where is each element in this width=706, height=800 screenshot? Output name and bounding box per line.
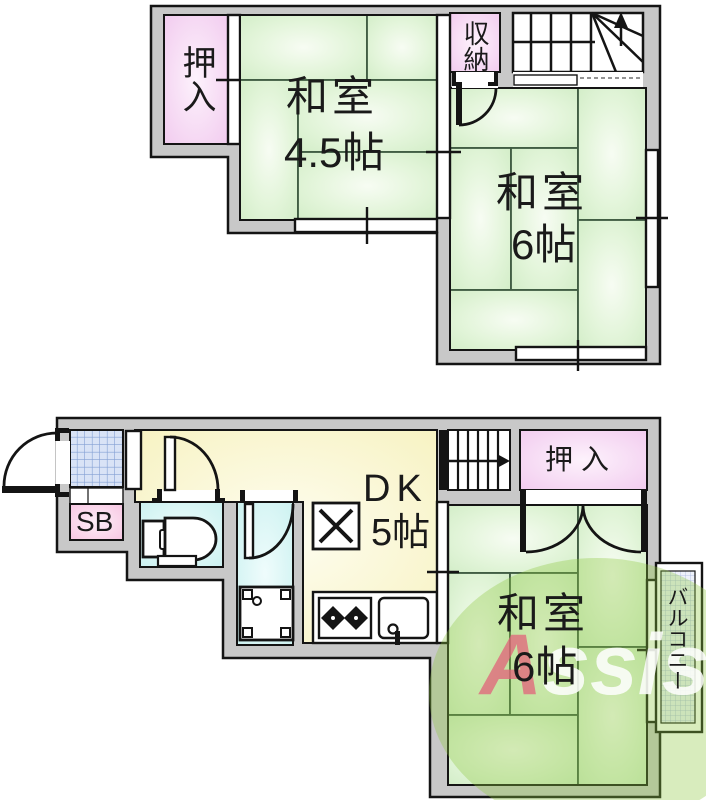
dk-room xyxy=(134,429,438,644)
upper-oshiire-label: 押入 xyxy=(177,45,215,113)
watermark-letter: A xyxy=(480,617,543,713)
sink xyxy=(377,596,430,640)
toilet-base xyxy=(156,554,198,568)
upper-shuno-door xyxy=(452,72,498,127)
upper-washitsu6-size: 6帖 xyxy=(511,221,577,268)
kitchen xyxy=(311,501,439,645)
lower-oshiire-label: 押入 xyxy=(545,444,618,475)
lower-floor xyxy=(2,416,704,799)
lower-washitsu6-size: 6帖 xyxy=(512,643,578,690)
stairs-up-arrow xyxy=(614,12,628,28)
front-door xyxy=(2,428,70,497)
upper-washitsu45-label: 和室 xyxy=(286,73,379,120)
dk-label: DK xyxy=(363,468,428,510)
entrance-hall-door xyxy=(124,429,143,491)
lower-washitsu6-room xyxy=(447,504,648,786)
washroom xyxy=(236,490,298,646)
shoebox-label: SB xyxy=(76,506,114,537)
dk-size: 5帖 xyxy=(371,512,431,554)
washing-machine-pan xyxy=(238,585,295,642)
upper-washitsu6-label: 和室 xyxy=(496,169,589,216)
upper-washitsu45-room xyxy=(239,14,438,221)
upper-shuno-label: 収納 xyxy=(460,20,490,72)
entrance-tile xyxy=(69,429,124,488)
watermark-text: Assist xyxy=(480,622,706,708)
upper-washitsu45-size: 4.5帖 xyxy=(284,129,385,176)
washroom-door xyxy=(243,502,255,560)
lower-washitsu6-label: 和室 xyxy=(497,590,590,637)
toilet-bowl xyxy=(163,516,218,562)
toilet-room xyxy=(139,501,224,568)
upper-window-ticks xyxy=(365,150,668,371)
upper-floor xyxy=(149,4,668,371)
watermark-ellipse xyxy=(429,558,706,800)
entrance-step xyxy=(69,487,124,505)
balcony xyxy=(654,561,704,734)
upper-stairs xyxy=(511,11,645,88)
lower-oshiire-doors xyxy=(520,490,647,554)
upper-washitsu6-room xyxy=(449,87,647,351)
shoebox-room xyxy=(69,503,124,541)
watermark-rest: ssist xyxy=(542,617,706,713)
toilet-door xyxy=(152,435,225,503)
lower-stairs xyxy=(439,429,511,491)
stairs-arrow xyxy=(497,454,510,468)
balcony-label: バルコニー xyxy=(665,586,688,691)
